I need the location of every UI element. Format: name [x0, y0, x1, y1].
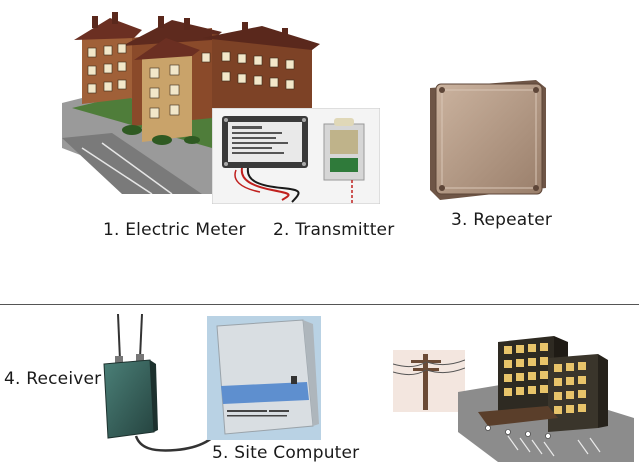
site-computer-label: 5. Site Computer — [212, 443, 360, 463]
utility-pole-illustration — [393, 350, 465, 412]
electric-meter-board-icon — [212, 108, 380, 204]
office-building-icon — [458, 336, 634, 462]
utility-pole-icon — [393, 350, 465, 412]
receiver-illustration — [96, 312, 336, 460]
transmitter-label: 2. Transmitter — [273, 220, 395, 240]
receiver-antenna-icon — [103, 313, 229, 452]
repeater-box-icon — [430, 80, 546, 200]
section-divider — [0, 304, 639, 305]
office-building-illustration — [458, 332, 634, 462]
receiver-label: 4. Receiver — [4, 369, 102, 389]
site-computer-illustration — [207, 316, 321, 440]
repeater-box-illustration — [426, 78, 548, 202]
site-computer-icon — [207, 316, 321, 440]
repeater-label: 3. Repeater — [451, 210, 553, 230]
meter-transmitter-board — [212, 108, 380, 204]
electric-meter-label: 1. Electric Meter — [103, 220, 246, 240]
